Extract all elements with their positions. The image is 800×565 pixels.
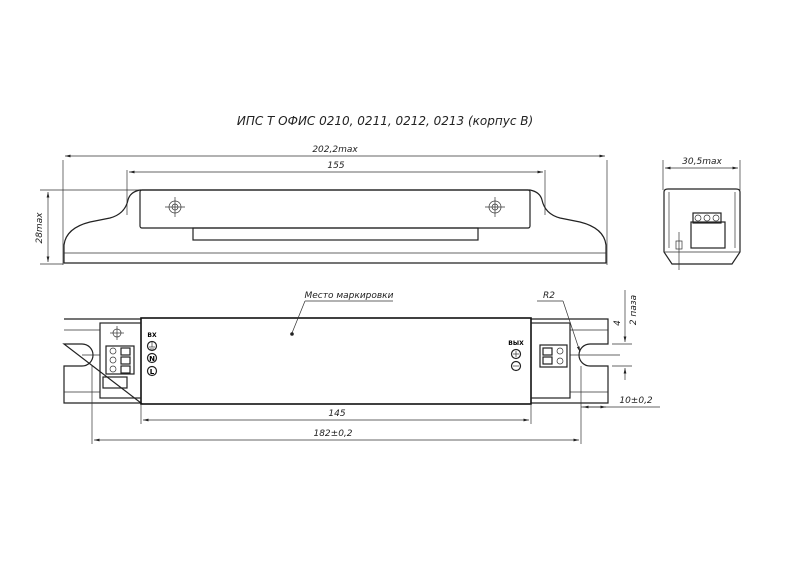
marking-area-label: Место маркировки (305, 291, 394, 301)
slot-depth-label: 10±0,2 (619, 396, 653, 406)
hole-spacing-label: 182±0,2 (313, 429, 352, 439)
dim-length-label: 202,2max (312, 145, 358, 155)
side-view: 202,2max 155 28max (35, 145, 608, 265)
ground-symbol-icon (146, 340, 158, 352)
top-view: ВХ N L ВЫХ Место маркировки R2 (62, 290, 660, 444)
bottom-bar (192, 227, 479, 241)
input-terminal-block (102, 326, 135, 389)
input-label: ВХ (147, 332, 157, 339)
end-view: 30,5max (662, 157, 741, 270)
line-symbol-icon (146, 365, 158, 377)
inner-length-label: 145 (328, 409, 345, 419)
minus-symbol-icon (510, 360, 522, 372)
housing-outline (63, 189, 607, 264)
radius-label: R2 (543, 291, 555, 301)
dim-width-label: 30,5max (682, 157, 722, 167)
slots-label: 2 паза (629, 295, 639, 325)
mount-hole-left-icon (165, 197, 185, 217)
drawing-title: ИПС Т ОФИС 0210, 0211, 0212, 0213 (корпу… (237, 114, 533, 128)
output-label: ВЫХ (508, 340, 524, 347)
plus-symbol-icon (510, 348, 522, 360)
neutral-symbol-icon (146, 352, 158, 364)
mounting-plate (139, 189, 531, 229)
dim-height-label: 28max (35, 212, 45, 244)
mount-hole-right-icon (485, 197, 505, 217)
output-terminal-block (539, 344, 568, 368)
dim-mount-label: 155 (327, 161, 344, 171)
slot-width-label: 4 (613, 320, 623, 326)
line-label: L (150, 368, 155, 376)
neutral-label: N (149, 355, 155, 363)
device-body (140, 317, 532, 405)
